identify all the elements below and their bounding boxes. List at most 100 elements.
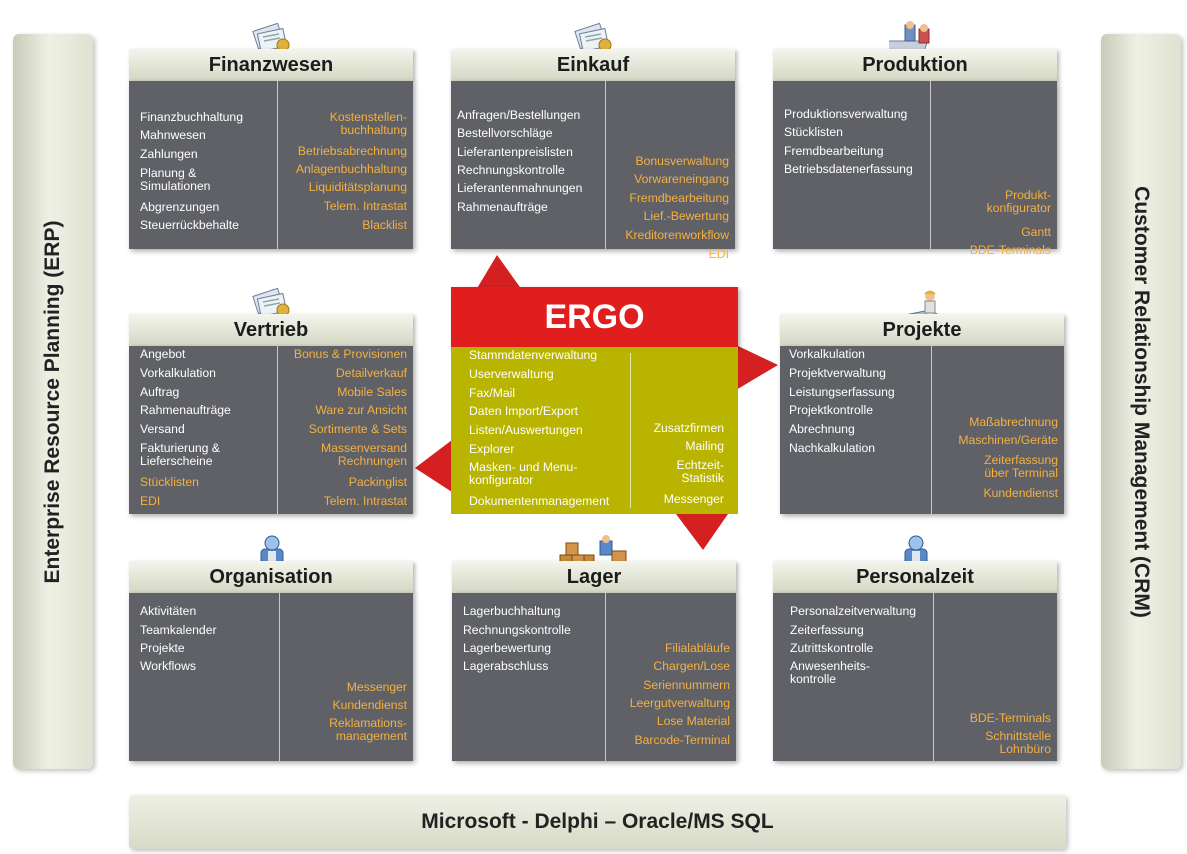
- feature-item: Stücklisten: [784, 125, 843, 139]
- feature-item: Liquiditätsplanung: [308, 180, 407, 194]
- feature-item: Fremdbearbeitung: [784, 144, 884, 158]
- feature-item: Bonus & Provisionen: [293, 347, 407, 361]
- feature-item: Gantt: [1021, 225, 1051, 239]
- module-body: Finanzbuchhaltung Mahnwesen Zahlungen Pl…: [129, 81, 413, 249]
- feature-item: Rahmenaufträge: [457, 200, 548, 214]
- feature-item: Echtzeit- Statistik: [676, 458, 724, 485]
- feature-item: Anlagenbuchhaltung: [295, 162, 407, 176]
- feature-item: Betriebsdatenerfassung: [784, 162, 913, 176]
- feature-item: Projektkontrolle: [789, 403, 873, 417]
- platform-label: Microsoft - Delphi – Oracle/MS SQL: [421, 810, 774, 833]
- module-header: Vertrieb: [129, 314, 413, 346]
- feature-item: Vorkalkulation: [789, 347, 865, 361]
- feature-item: Sortimente & Sets: [308, 422, 407, 436]
- feature-item: Fax/Mail: [469, 386, 516, 400]
- feature-item: Nachkalkulation: [789, 441, 876, 455]
- module-title: Projekte: [882, 318, 962, 341]
- module-header: Produktion: [773, 49, 1057, 81]
- feature-item: Kundendienst: [983, 486, 1058, 500]
- column-divider: [605, 593, 606, 761]
- arrow-left: [415, 440, 452, 492]
- feature-item: Userverwaltung: [469, 367, 554, 381]
- module-header: Projekte: [780, 314, 1064, 346]
- column-divider: [933, 593, 934, 761]
- column-divider: [279, 593, 280, 761]
- feature-item: Vorwareneingang: [634, 172, 729, 186]
- feature-item: Reklamations- management: [329, 716, 407, 743]
- feature-item: Zahlungen: [140, 147, 198, 161]
- feature-item: Kundendienst: [332, 698, 407, 712]
- feature-item: Filialabläufe: [664, 641, 730, 655]
- feature-item: Workflows: [140, 659, 196, 673]
- module-title: Vertrieb: [233, 318, 309, 341]
- feature-item: Zeiterfassung über Terminal: [984, 453, 1058, 480]
- feature-item: Produktionsverwaltung: [784, 107, 908, 121]
- feature-item: Planung & Simulationen: [140, 166, 211, 193]
- feature-item: Messenger: [663, 492, 724, 506]
- feature-item: Projektverwaltung: [789, 366, 886, 380]
- column-divider: [605, 81, 606, 249]
- feature-item: Bonusverwaltung: [635, 154, 730, 168]
- feature-item: Vorkalkulation: [140, 366, 216, 380]
- feature-item: Leergutverwaltung: [629, 696, 730, 710]
- ergo-header: ERGO: [451, 287, 738, 347]
- feature-item: Anwesenheits- kontrolle: [790, 659, 870, 686]
- feature-item: Personalzeitverwaltung: [790, 604, 917, 618]
- feature-item: Lagerabschluss: [463, 659, 549, 673]
- feature-item: Betriebsabrechnung: [297, 144, 407, 158]
- feature-item: Listen/Auswertungen: [469, 423, 583, 437]
- feature-item: Lagerbuchhaltung: [463, 604, 561, 618]
- feature-item: Ware zur Ansicht: [315, 403, 407, 417]
- feature-item: Mailing: [685, 439, 724, 453]
- feature-item: Lagerbewertung: [463, 641, 552, 655]
- feature-item: Leistungserfassung: [789, 385, 895, 399]
- arrow-right: [736, 345, 778, 390]
- module-lager: Lager Lagerbuchhaltung Rechnungskontroll…: [452, 533, 736, 761]
- feature-item: Fremdbearbeitung: [629, 191, 729, 205]
- module-body: Anfragen/Bestellungen Bestellvorschläge …: [451, 81, 735, 261]
- feature-item: Stammdatenverwaltung: [469, 348, 598, 362]
- module-title: Personalzeit: [856, 565, 974, 588]
- feature-item: Zeiterfassung: [790, 623, 864, 637]
- feature-item: Abrechnung: [789, 422, 855, 436]
- feature-item: Massenversand Rechnungen: [320, 441, 407, 468]
- module-header: Einkauf: [451, 49, 735, 81]
- module-header: Personalzeit: [773, 561, 1057, 593]
- feature-item: Teamkalender: [140, 623, 217, 637]
- documents-icon: [252, 287, 290, 321]
- crm-side-bar: Customer Relationship Management (CRM): [1101, 34, 1181, 769]
- feature-item: Lose Material: [656, 714, 730, 728]
- feature-item: Rahmenaufträge: [140, 403, 231, 417]
- module-header: Organisation: [129, 561, 413, 593]
- module-title: Produktion: [862, 53, 968, 76]
- feature-item: Fakturierung & Lieferscheine: [140, 441, 220, 468]
- module-personalzeit: Personalzeit Personalzeitverwaltung Zeit…: [773, 533, 1057, 761]
- module-title: Lager: [566, 565, 622, 588]
- feature-item: Mobile Sales: [337, 385, 407, 399]
- feature-item: Packinglist: [348, 475, 407, 489]
- module-vertrieb: Vertrieb Angebot Vorkalkulation Auftrag …: [129, 286, 413, 514]
- feature-item: Bestellvorschläge: [457, 126, 553, 140]
- module-projekte: Projekte Vorkalkulation Projektverwaltun…: [780, 286, 1064, 514]
- module-title: Organisation: [209, 565, 333, 588]
- feature-item: Messenger: [346, 680, 407, 694]
- feature-item: Telem. Intrastat: [323, 199, 407, 213]
- feature-item: Rechnungskontrolle: [457, 163, 565, 177]
- module-title: Finanzwesen: [208, 53, 334, 76]
- feature-item: Maschinen/Geräte: [958, 433, 1058, 447]
- feature-item: BDE-Terminals: [969, 711, 1051, 725]
- feature-item: Dokumentenmanagement: [469, 494, 610, 508]
- production-icon: [889, 21, 930, 52]
- feature-item: Rechnungskontrolle: [463, 623, 571, 637]
- module-body: Vorkalkulation Projektverwaltung Leistun…: [780, 346, 1064, 514]
- module-einkauf: Einkauf Anfragen/Bestellungen Bestellvor…: [451, 21, 735, 261]
- feature-item: EDI: [140, 494, 161, 508]
- module-body: Angebot Vorkalkulation Auftrag Rahmenauf…: [129, 346, 413, 514]
- feature-item: Versand: [140, 422, 185, 436]
- feature-item: Finanzbuchhaltung: [140, 110, 243, 124]
- module-produktion: Produktion Produktionsverwaltung Stückli…: [773, 21, 1057, 257]
- feature-item: Kostenstellen- buchhaltung: [329, 110, 407, 137]
- feature-item: Maßabrechnung: [969, 415, 1058, 429]
- feature-item: Chargen/Lose: [653, 659, 730, 673]
- feature-item: Lieferantenmahnungen: [457, 181, 583, 195]
